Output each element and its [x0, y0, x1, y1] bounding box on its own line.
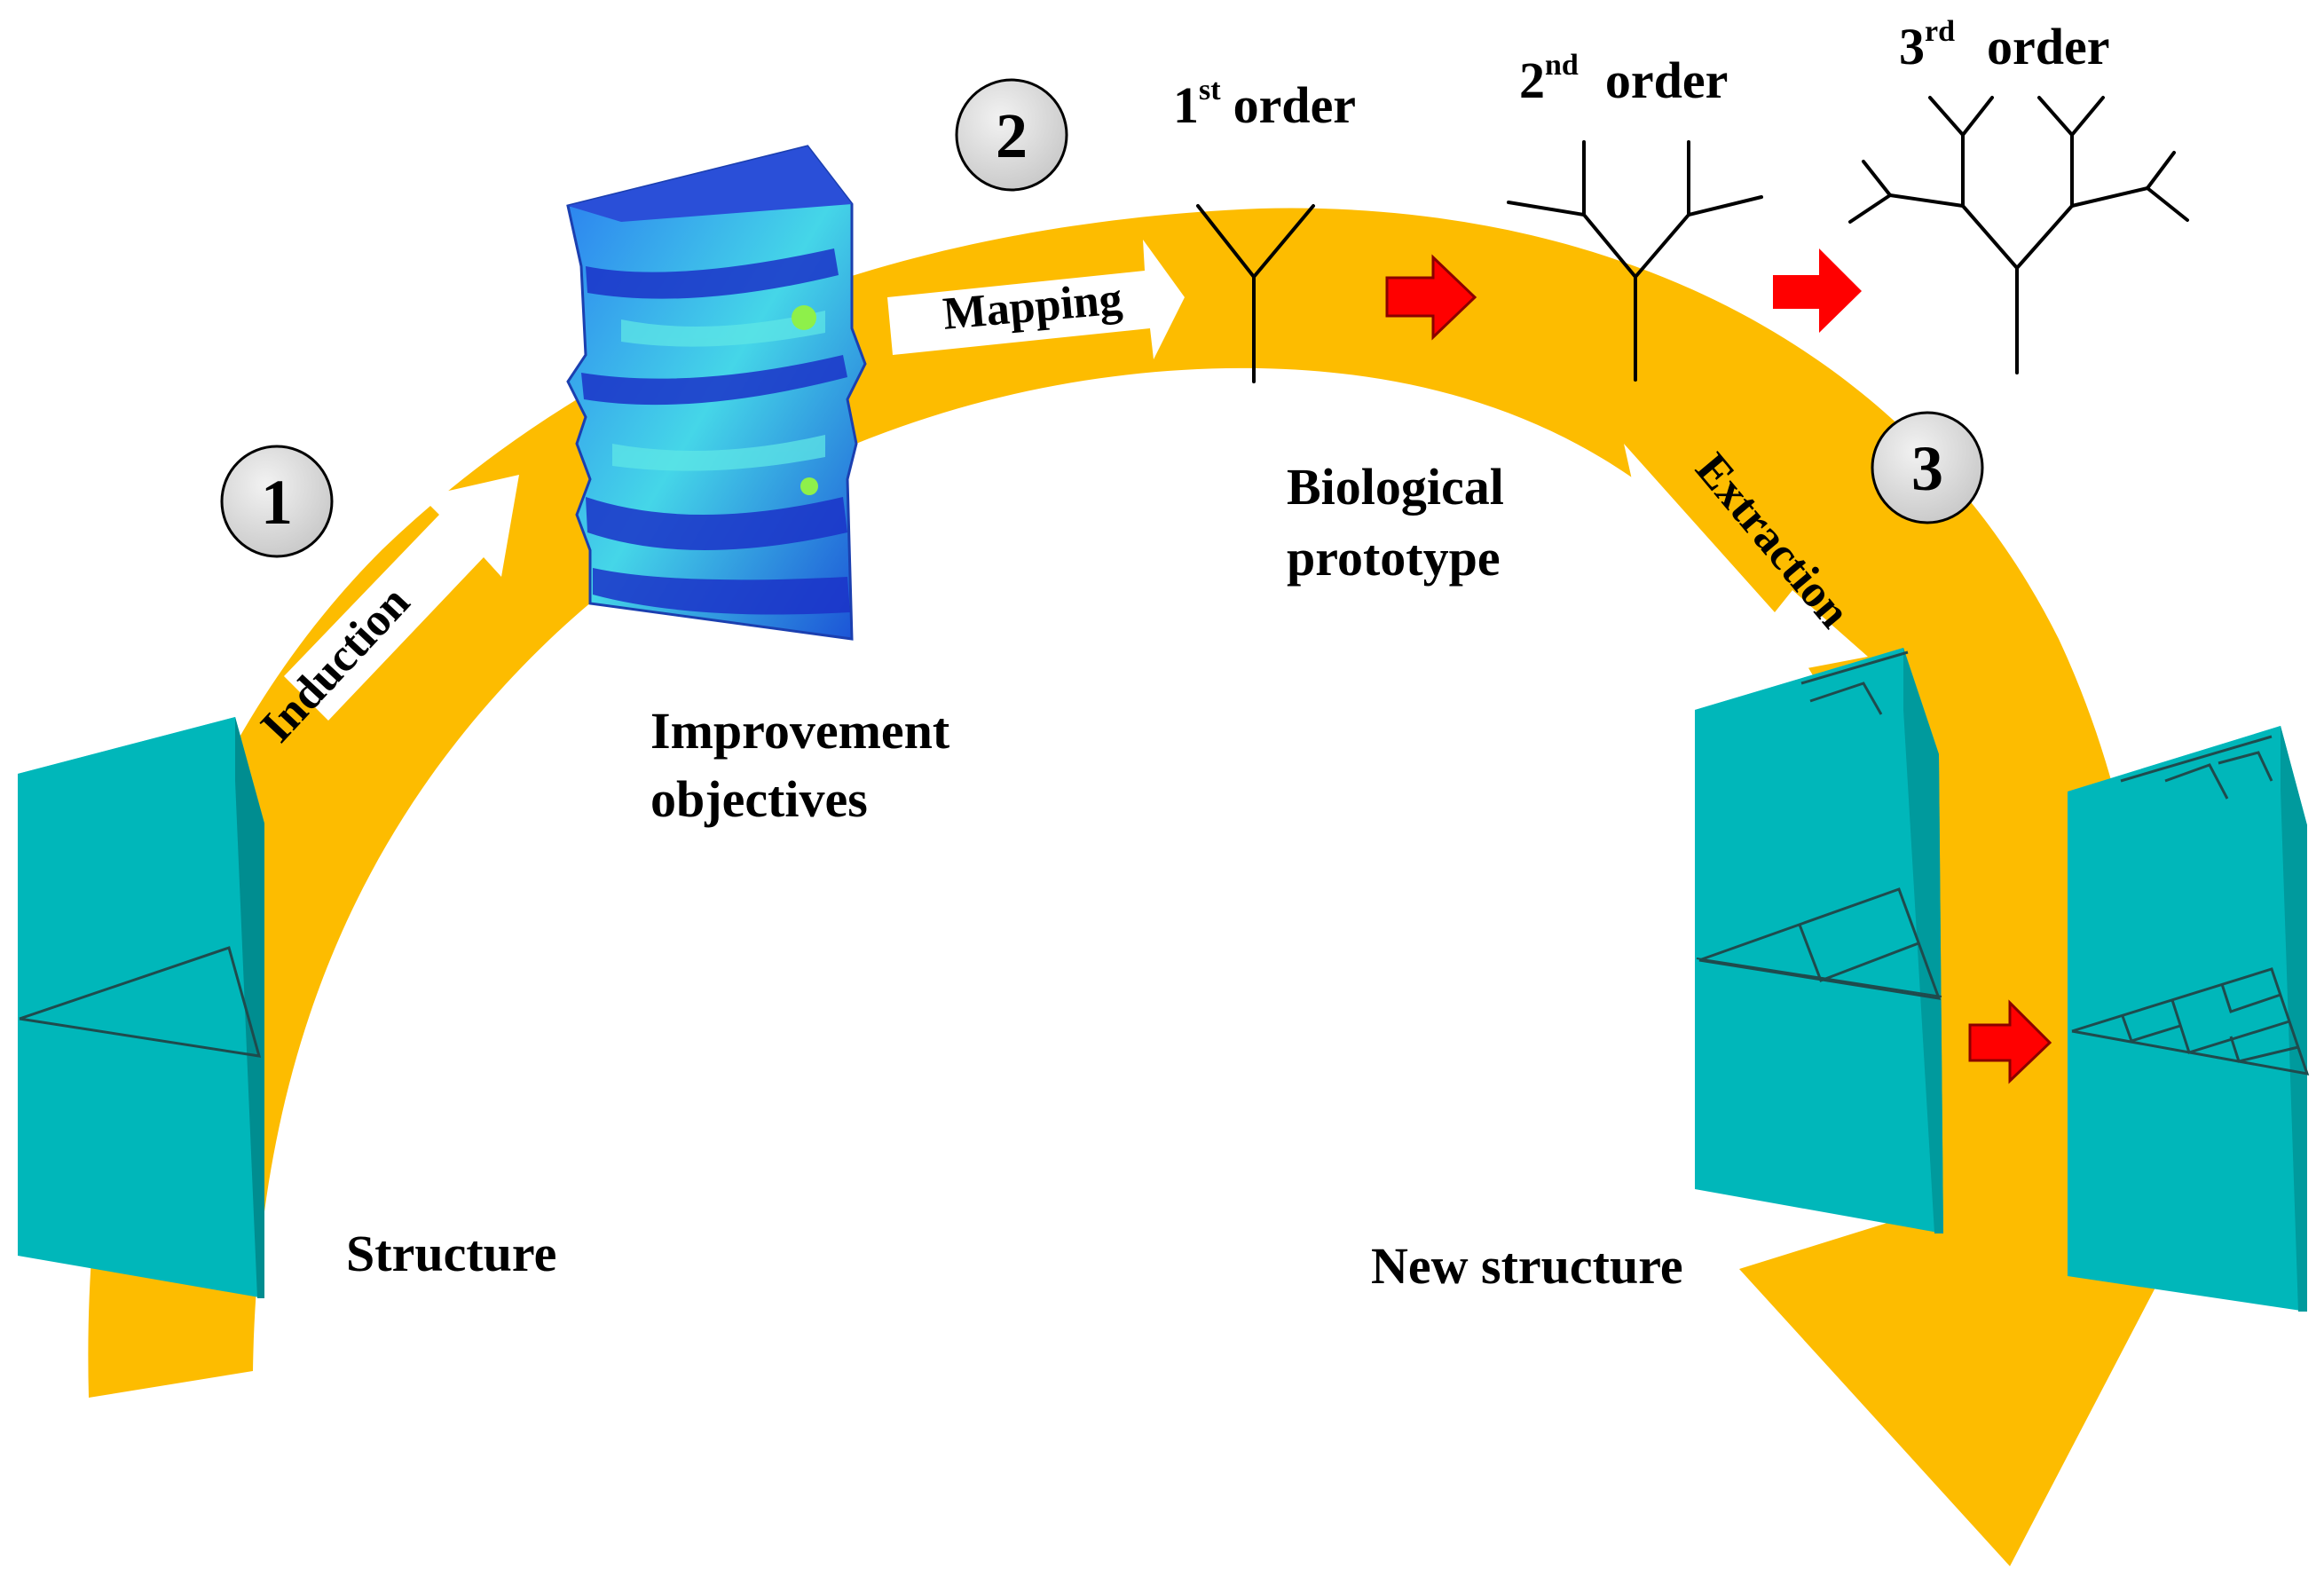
step-1-number: 1: [261, 467, 293, 538]
fea-deformed-column: [566, 145, 867, 641]
red-arrow-3: [1968, 999, 2052, 1084]
new-structure-label: New structure: [1371, 1237, 1683, 1295]
structure-left-face: [18, 717, 264, 1298]
new-structure-1st-order: [1695, 648, 1943, 1233]
improvement-label-line1: Improvement: [650, 702, 950, 760]
original-structure: [18, 717, 264, 1298]
flow-arc: [88, 208, 2272, 1566]
biological-label-line2: prototype: [1287, 529, 1501, 587]
tree-2nd-order: [1507, 140, 1763, 382]
structure-label: Structure: [346, 1225, 556, 1282]
improvement-label-line2: objectives: [650, 770, 868, 828]
step-3-number: 3: [1911, 433, 1943, 504]
tree-1st-order: [1196, 204, 1315, 383]
step-2-circle: 2: [955, 78, 1068, 192]
new-structure-higher-order: [2068, 726, 2310, 1312]
step-3-circle: 3: [1871, 411, 1984, 524]
tree-3rd-order: [1848, 96, 2189, 374]
step-1-circle: 1: [220, 445, 334, 558]
flow-arc-band: [88, 208, 2272, 1566]
red-arrow-2: [1773, 248, 1862, 333]
step-2-number: 2: [996, 100, 1028, 171]
biological-label-line1: Biological: [1287, 458, 1504, 516]
red-arrow-1: [1385, 254, 1477, 341]
